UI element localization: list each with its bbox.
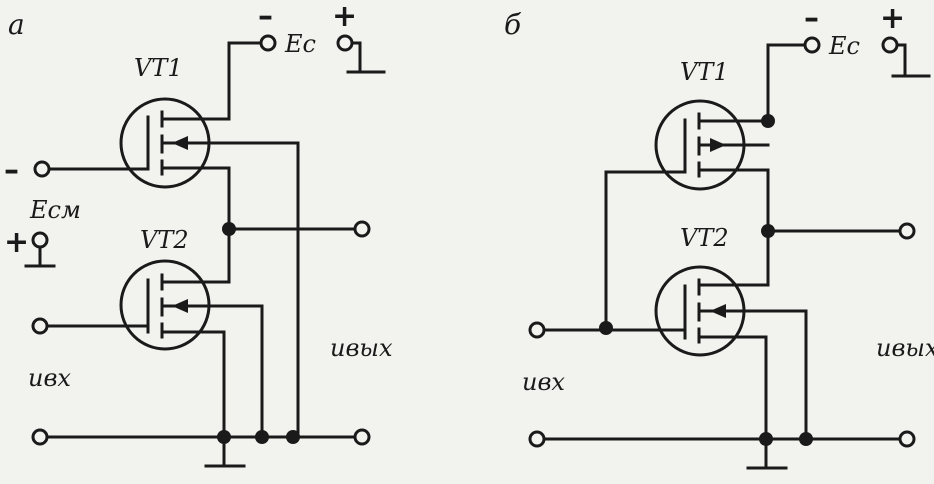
panel-a-bias-minus-terminal[interactable] bbox=[33, 160, 51, 178]
panel-b-output-terminal[interactable] bbox=[898, 222, 916, 240]
panel-b-input-label: uвх bbox=[522, 368, 565, 396]
panel-a-bias-plus-sign: + bbox=[4, 225, 29, 260]
panel-a-output-terminal[interactable] bbox=[353, 220, 371, 238]
panel-a-bias: – Eсм + bbox=[4, 153, 150, 268]
panel-b-supply-minus-terminal[interactable] bbox=[803, 36, 821, 54]
panel-a-supply-minus-sign: – bbox=[258, 0, 273, 34]
panel-a-common-terminal-left[interactable] bbox=[31, 428, 49, 446]
panel-a-bias-minus-sign: – bbox=[4, 153, 19, 188]
panel-b-supply-minus-sign: – bbox=[804, 1, 819, 36]
panel-a-bias-plus-terminal[interactable] bbox=[31, 231, 49, 249]
panel-b-ground-symbol bbox=[891, 43, 931, 78]
panel-a-input-terminal[interactable] bbox=[31, 317, 49, 335]
panel-a-vt1-label: VT1 bbox=[134, 54, 183, 82]
panel-b-common-terminal-right[interactable] bbox=[898, 430, 916, 448]
panel-b-supply-plus-sign: + bbox=[880, 1, 905, 36]
panel-a-supply-plus-terminal[interactable] bbox=[336, 34, 354, 52]
panel-a-vt2-label: VT2 bbox=[140, 226, 189, 254]
panel-a-common-terminal-right[interactable] bbox=[353, 428, 371, 446]
panel-a-ground-symbol bbox=[346, 41, 386, 74]
panel-b-ground-bottom bbox=[746, 437, 788, 470]
panel-a: а – Eс + VT1 – Eсм + bbox=[4, 0, 393, 468]
panel-a-input-label: uвх bbox=[28, 364, 71, 392]
panel-b: б – Eс + VT1 VT2 bbox=[504, 1, 934, 470]
panel-b-vt1-label: VT1 bbox=[680, 58, 729, 86]
panel-a-supply-minus-terminal[interactable] bbox=[259, 34, 277, 52]
panel-b-vt1: VT1 bbox=[604, 43, 807, 330]
panel-a-supply-plus-sign: + bbox=[332, 0, 357, 34]
panel-a-label: а bbox=[8, 8, 25, 41]
panel-a-supply: – Eс + bbox=[258, 0, 386, 74]
panel-b-supply-plus-terminal[interactable] bbox=[881, 36, 899, 54]
panel-a-output-label: uвых bbox=[330, 334, 393, 362]
panel-b-input-terminal[interactable] bbox=[528, 321, 546, 339]
panel-b-vt2: VT2 bbox=[654, 224, 808, 439]
panel-b-common-terminal-left[interactable] bbox=[528, 430, 546, 448]
panel-a-bias-label: Eсм bbox=[29, 196, 81, 224]
panel-a-supply-label: Eс bbox=[284, 30, 316, 58]
panel-a-bias-ground-symbol bbox=[24, 245, 56, 268]
panel-a-vt2: VT2 bbox=[119, 226, 264, 439]
panel-b-vt2-label: VT2 bbox=[680, 224, 729, 252]
panel-a-vt1: VT1 bbox=[119, 41, 300, 439]
panel-a-ground-bottom bbox=[204, 435, 246, 468]
panel-b-supply-label: Eс bbox=[828, 32, 860, 60]
panel-b-supply: – Eс + bbox=[803, 1, 931, 78]
panel-b-label: б bbox=[504, 8, 522, 41]
panel-b-output-label: uвых bbox=[876, 334, 934, 362]
